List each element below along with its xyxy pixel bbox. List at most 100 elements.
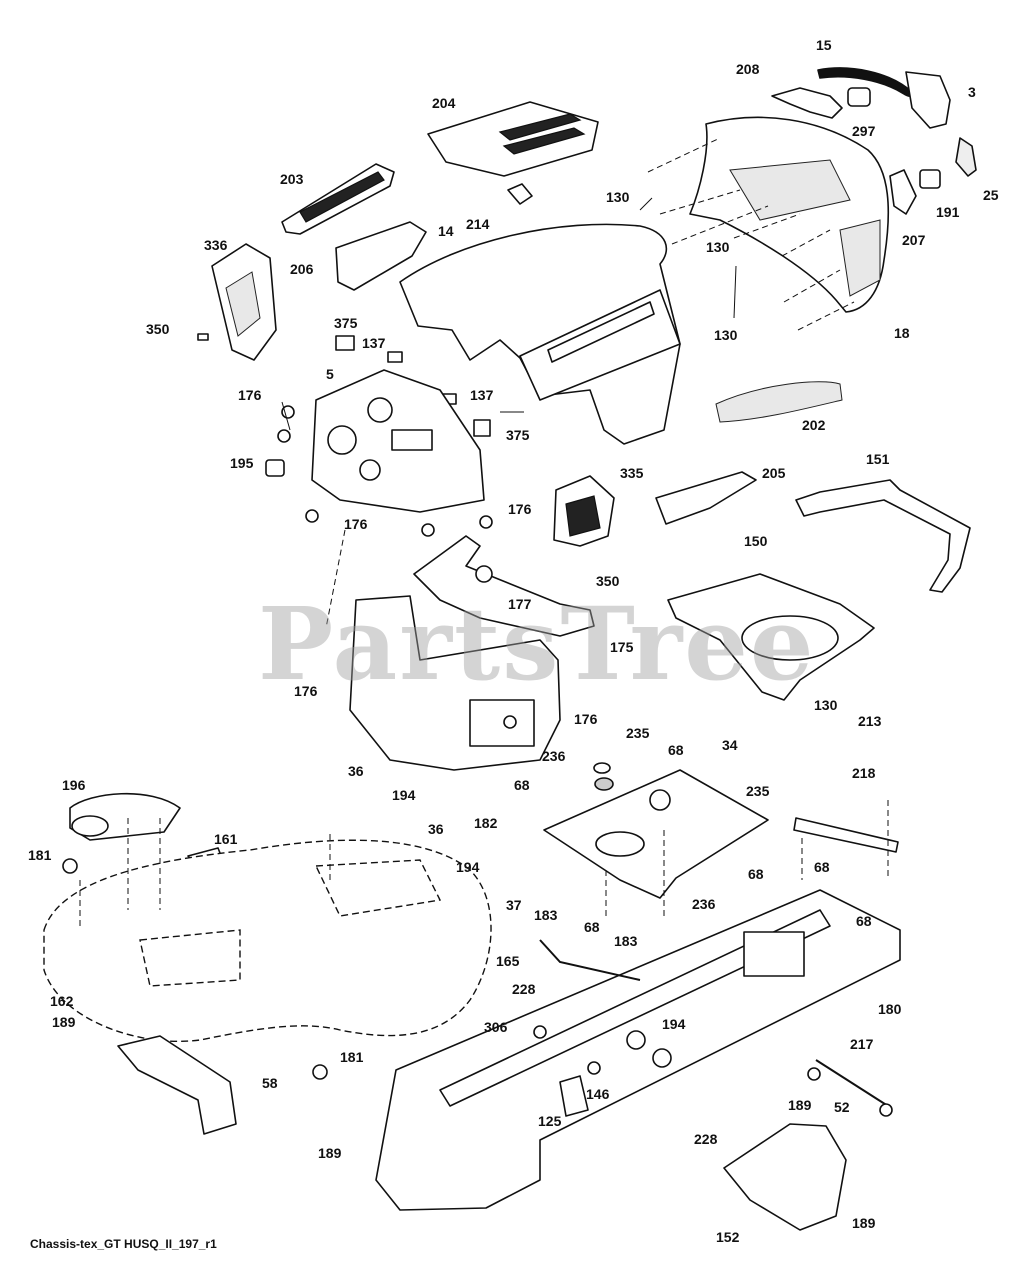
- part-3: [905, 71, 951, 129]
- callout-235-b: 235: [746, 783, 770, 799]
- callout-336: 336: [204, 237, 228, 253]
- callout-152: 152: [716, 1229, 740, 1245]
- callout-146: 146: [586, 1086, 610, 1102]
- callout-125: 125: [538, 1113, 562, 1129]
- callout-36-b: 36: [428, 821, 444, 837]
- part-306-nut: [533, 1025, 547, 1039]
- part-195: [265, 459, 285, 477]
- callout-195: 195: [230, 455, 254, 471]
- callout-203: 203: [280, 171, 304, 187]
- callout-206: 206: [290, 261, 314, 277]
- callout-162: 162: [50, 993, 74, 1009]
- watermark: PartsTree: [258, 585, 816, 703]
- callout-151: 151: [866, 451, 890, 467]
- part-208: [771, 87, 843, 119]
- callout-183-a: 183: [534, 907, 558, 923]
- callout-3: 3: [968, 84, 976, 100]
- callout-191: 191: [936, 204, 960, 220]
- callout-52: 52: [834, 1099, 850, 1115]
- callout-58: 58: [262, 1075, 278, 1091]
- callout-18: 18: [894, 325, 910, 341]
- callout-14: 14: [438, 223, 454, 239]
- callout-130-d: 130: [814, 697, 838, 713]
- callout-176-e: 176: [574, 711, 598, 727]
- part-177: [475, 565, 493, 583]
- part-217-rod: [815, 1059, 889, 1107]
- part-218: [793, 817, 899, 853]
- callout-68-c: 68: [814, 859, 830, 875]
- callout-37: 37: [506, 897, 522, 913]
- callout-137-a: 137: [362, 335, 386, 351]
- callout-350-a: 350: [146, 321, 170, 337]
- part-205: [655, 471, 757, 525]
- part-18-vent: [839, 219, 881, 297]
- part-202-grille: [715, 381, 843, 423]
- callout-228-b: 228: [694, 1131, 718, 1147]
- callout-335: 335: [620, 465, 644, 481]
- callout-214: 214: [466, 216, 490, 232]
- callout-228-a: 228: [512, 981, 536, 997]
- part-18-mesh: [729, 159, 851, 221]
- callout-196: 196: [62, 777, 86, 793]
- callout-375-b: 375: [506, 427, 530, 443]
- callout-181-a: 181: [28, 847, 52, 863]
- part-18-hood-front: [689, 116, 890, 313]
- callout-204: 204: [432, 95, 456, 111]
- part-52-nut: [807, 1067, 821, 1081]
- callout-176-b: 176: [508, 501, 532, 517]
- callout-194-a: 194: [392, 787, 416, 803]
- callout-208: 208: [736, 61, 760, 77]
- callout-189-d: 189: [852, 1215, 876, 1231]
- callout-161: 161: [214, 831, 238, 847]
- callout-34: 34: [722, 737, 738, 753]
- part-191: [919, 169, 941, 189]
- diagram-caption: Chassis-tex_GT HUSQ_II_197_r1: [30, 1237, 217, 1251]
- callout-205: 205: [762, 465, 786, 481]
- part-375a: [335, 335, 355, 351]
- callout-183-b: 183: [614, 933, 638, 949]
- callout-150: 150: [744, 533, 768, 549]
- part-206: [335, 221, 427, 291]
- callout-5: 5: [326, 366, 334, 382]
- callout-68-e: 68: [856, 913, 872, 929]
- callout-218: 218: [852, 765, 876, 781]
- callout-15: 15: [816, 37, 832, 53]
- part-137a: [387, 351, 403, 363]
- callout-165: 165: [496, 953, 520, 969]
- callout-236-b: 236: [692, 896, 716, 912]
- callout-207: 207: [902, 232, 926, 248]
- callout-137-b: 137: [470, 387, 494, 403]
- callout-68-b: 68: [514, 777, 530, 793]
- part-175-bracket: [413, 535, 595, 637]
- callout-176-c: 176: [344, 516, 368, 532]
- part-350a: [197, 333, 209, 341]
- part-194-nut: [626, 1030, 646, 1050]
- callout-189-c: 189: [318, 1145, 342, 1161]
- callout-130-c: 130: [714, 327, 738, 343]
- callout-182: 182: [474, 815, 498, 831]
- part-151-bracket: [795, 479, 971, 593]
- callout-180: 180: [878, 1001, 902, 1017]
- callout-306: 306: [484, 1019, 508, 1035]
- part-214: [507, 183, 533, 205]
- callout-181-b: 181: [340, 1049, 364, 1065]
- part-297: [847, 87, 871, 107]
- callout-194-c: 194: [662, 1016, 686, 1032]
- callout-130-b: 130: [706, 239, 730, 255]
- part-146: [587, 1061, 601, 1075]
- callout-297: 297: [852, 123, 876, 139]
- callout-236-a: 236: [542, 748, 566, 764]
- part-58-bracket: [117, 1035, 237, 1135]
- callout-177: 177: [508, 596, 532, 612]
- part-207: [889, 169, 917, 215]
- callout-68-f: 68: [584, 919, 600, 935]
- callout-130-a: 130: [606, 189, 630, 205]
- callout-202: 202: [802, 417, 826, 433]
- callout-350-b: 350: [596, 573, 620, 589]
- callout-176-a: 176: [238, 387, 262, 403]
- part-34-plate: [543, 769, 769, 899]
- callout-25: 25: [983, 187, 999, 203]
- callout-68-d: 68: [748, 866, 764, 882]
- callout-176-d: 176: [294, 683, 318, 699]
